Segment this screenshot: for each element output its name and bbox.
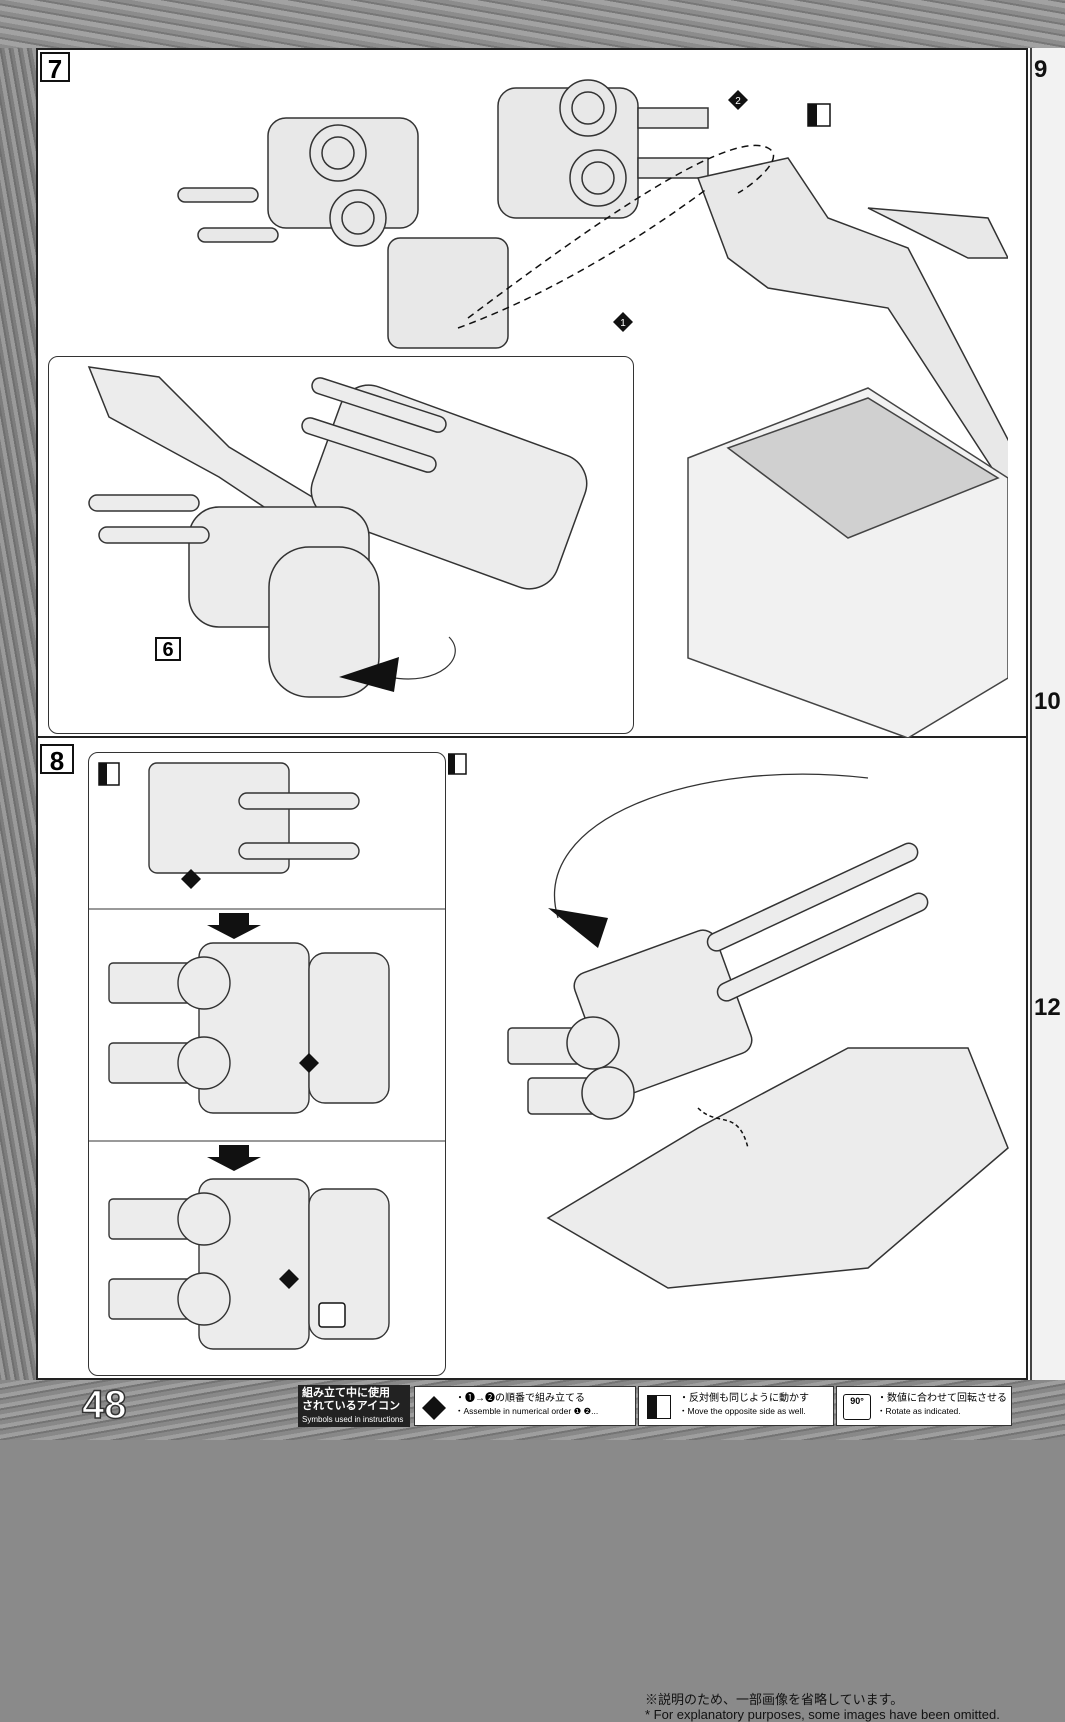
step-8-panel: 8	[36, 738, 1028, 1722]
legend-order-jp: ・❶→❷の順番で組み立てる	[455, 1393, 585, 1404]
caption-en: * For explanatory purposes, some images …	[645, 1707, 1000, 1722]
legend-rotate: 90° ・数値に合わせて回転させる ・Rotate as indicated.	[836, 1386, 1012, 1426]
mirror-icon	[647, 1395, 671, 1419]
mirror-icon	[807, 103, 831, 127]
legend-title-jp1: 組み立て中に使用	[302, 1387, 390, 1399]
step8-main-illustration	[448, 753, 1009, 1289]
page-number: 48	[81, 1382, 127, 1428]
marker-2: 2	[728, 90, 748, 110]
svg-text:1: 1	[620, 318, 626, 329]
legend-rotate-en: ・Rotate as indicated.	[877, 1406, 961, 1416]
legend-mirror-en: ・Move the opposite side as well.	[679, 1406, 806, 1416]
adjacent-page-strip: 9 10 12	[1030, 48, 1065, 1380]
step7-detail-inset: 6	[48, 356, 634, 734]
page-edge-left	[0, 0, 36, 1440]
svg-text:2: 2	[735, 96, 741, 107]
step7-illustration: 1 2	[177, 79, 1008, 738]
legend-mirror: ・反対側も同じように動かす ・Move the opposite side as…	[638, 1386, 834, 1426]
step-number-7: 7	[40, 52, 70, 84]
backpack-body	[387, 237, 509, 349]
page-edge-top	[0, 0, 1065, 48]
order-diamond-icon	[422, 1396, 446, 1420]
inset-illustration	[87, 366, 588, 698]
marker-1: 1	[613, 312, 633, 332]
legend-order: ・❶→❷の順番で組み立てる ・Assemble in numerical ord…	[414, 1386, 636, 1426]
legend-title: 組み立て中に使用 されているアイコン Symbols used in instr…	[298, 1385, 410, 1427]
part-ref-6: 6	[155, 637, 181, 661]
step-number-8: 8	[40, 744, 74, 776]
manual-page: 7	[36, 48, 1030, 1722]
omission-caption: ※説明のため、一部画像を省略しています。 * For explanatory p…	[645, 1692, 1000, 1722]
adjacent-step-10: 10	[1034, 688, 1061, 715]
legend-order-en: ・Assemble in numerical order ❶ ❷...	[455, 1406, 599, 1416]
step8-sequence-illustration	[89, 762, 445, 1350]
caption-jp: ※説明のため、一部画像を省略しています。	[645, 1692, 904, 1707]
adjacent-step-9: 9	[1034, 56, 1048, 83]
legend-title-en: Symbols used in instructions	[302, 1415, 404, 1424]
step-7-panel: 7	[36, 48, 1028, 738]
step8-sequence-box	[88, 752, 446, 1376]
legend-rotate-jp: ・数値に合わせて回転させる	[877, 1393, 1007, 1404]
legend-mirror-jp: ・反対側も同じように動かす	[679, 1393, 809, 1404]
adjacent-step-12: 12	[1034, 994, 1061, 1021]
legend-title-jp2: されているアイコン	[302, 1400, 401, 1412]
wing-unit	[696, 157, 1008, 494]
rotate-icon: 90°	[843, 1394, 871, 1420]
